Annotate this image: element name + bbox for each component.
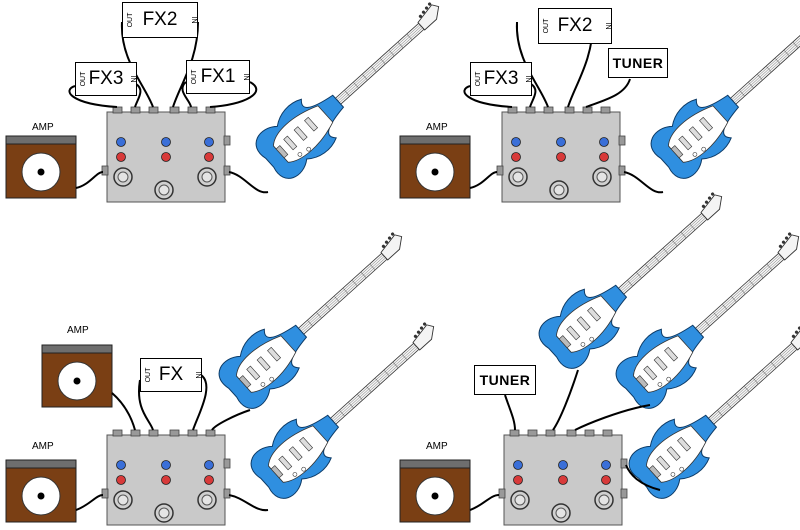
fx-in-label: IN [194,371,201,379]
fx3-box: OUT FX3 IN [470,62,532,96]
cable [75,494,104,511]
fx-in-label: IN [242,73,249,81]
switcher-pedal [101,429,231,526]
fx-name: FX1 [200,66,236,87]
fx-name: FX2 [142,9,178,30]
fx-out-label: OUT [126,12,134,28]
cable [228,171,269,194]
panel-bottom-left [5,216,456,526]
fx-in-label: IN [129,75,136,83]
cable [469,494,500,511]
cable [75,171,104,189]
amp-label: AMP [426,441,448,452]
fx-in-label: IN [604,22,611,30]
fx-out-label: OUT [542,18,550,34]
cable [625,464,661,491]
amp-label: AMP [32,441,54,452]
guitar [211,216,424,416]
cable [211,409,251,431]
cable [552,369,579,431]
cable [138,379,154,431]
guitar [531,176,744,376]
amp [5,459,77,523]
fx-box: OUT FX IN [140,358,202,392]
guitar [608,216,800,416]
tuner-box: TUNER [474,365,536,395]
cable [469,171,498,189]
cable [181,81,192,108]
cable [574,404,651,431]
cable [209,81,258,108]
switcher-pedal [101,106,231,203]
fx-in-label: IN [524,75,531,83]
amp [399,135,471,199]
switcher-pedal [498,429,628,526]
cable [585,78,631,108]
fx-in-label: IN [190,16,197,24]
tuner-label: TUNER [479,372,531,388]
cable [463,85,513,108]
panel-bottom-right [399,176,800,526]
fx-out-label: OUT [474,71,482,87]
cable [192,374,208,431]
cable [504,394,516,431]
amp-label: AMP [32,122,54,133]
fx1-box: OUT FX1 IN [186,60,250,94]
fx-name: FX2 [557,15,593,36]
cable [68,85,118,108]
switcher-pedal [496,106,626,203]
cable [623,171,664,194]
cable [111,392,136,431]
amp-label: AMP [426,122,448,133]
fx-out-label: OUT [79,71,87,87]
fx2-box: OUT FX2 IN [122,2,198,38]
fx3-box: OUT FX3 IN [75,62,137,96]
fx-name: FX3 [483,68,519,89]
amp [41,344,113,408]
fx-name: FX3 [88,68,124,89]
fx-out-label: OUT [190,69,198,85]
panel-top-left [5,0,461,203]
cable [228,494,269,512]
amp-label: AMP [67,325,89,336]
cable [134,83,142,108]
fx-name: FX [158,364,184,385]
tuner-box: TUNER [608,48,668,78]
cable [529,83,537,108]
fx2-box: OUT FX2 IN [538,8,612,44]
amp [5,135,77,199]
tuner-label: TUNER [612,55,664,71]
fx-out-label: OUT [144,367,152,383]
guitar [643,0,800,186]
amp [399,459,471,523]
